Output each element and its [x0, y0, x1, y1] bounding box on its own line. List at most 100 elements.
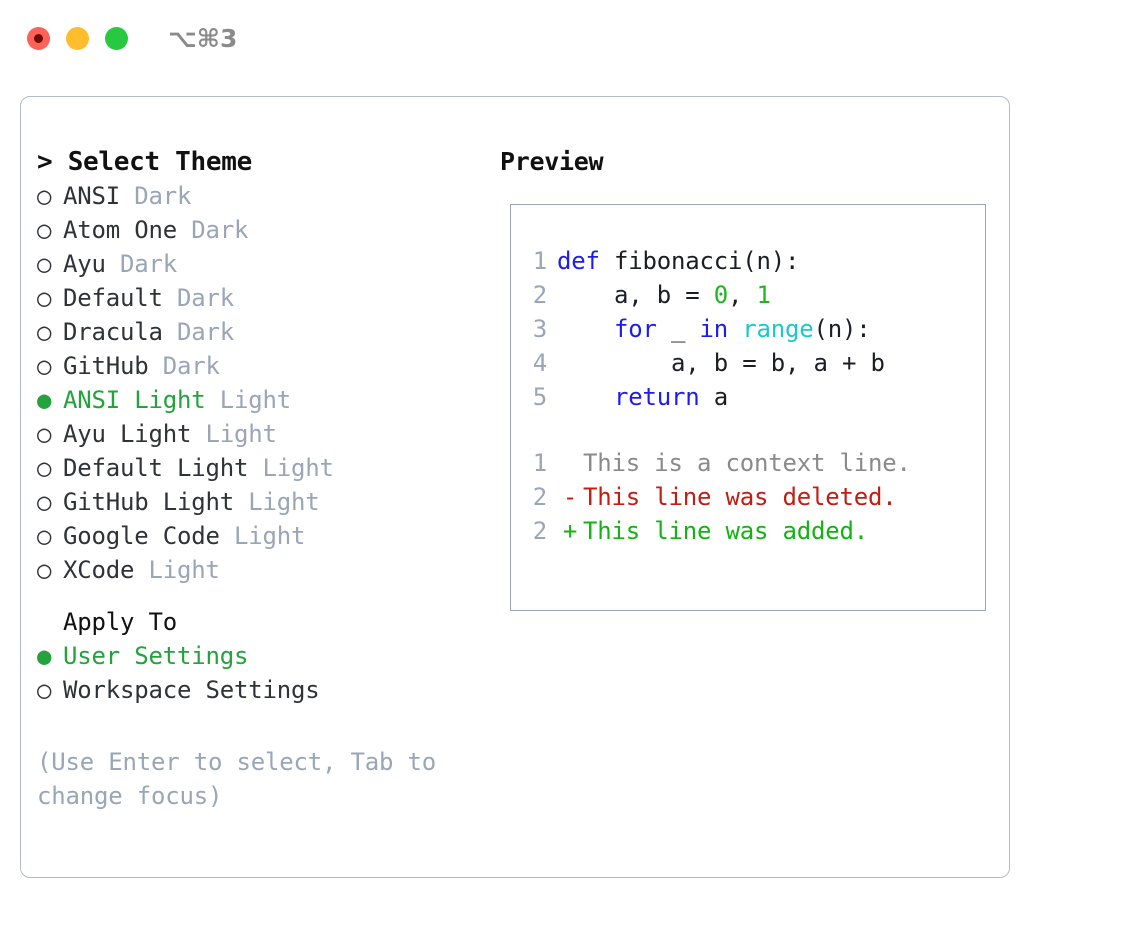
diff-line-number: 1 — [532, 449, 547, 477]
minimize-button[interactable] — [66, 27, 89, 50]
radio-unselected-icon: ○ — [37, 284, 52, 312]
theme-name: ANSI — [63, 182, 120, 210]
theme-name: GitHub Light — [63, 488, 234, 516]
diff-line-text: This line was added. — [583, 517, 868, 545]
apply-to-option-label: User Settings — [63, 642, 249, 670]
theme-name: Ayu Light — [63, 420, 192, 448]
theme-name: Dracula — [63, 318, 163, 346]
code-line: 4 a, b = b, a + b — [523, 346, 885, 380]
diff-line-number: 2 — [532, 517, 547, 545]
close-button[interactable] — [27, 27, 50, 50]
apply-to-group: Apply To ● User Settings ○ Workspace Settin… — [37, 605, 477, 707]
theme-list-item[interactable]: ○Google Code Light — [37, 519, 477, 553]
diff-line-added: 2 +This line was added. — [523, 514, 911, 548]
diff-line-context: 1 This is a context line. — [523, 446, 911, 480]
preview-heading: Preview — [500, 147, 604, 176]
theme-list-item[interactable]: ○Atom One Dark — [37, 213, 477, 247]
diff-sample: 1 This is a context line.2-This line was… — [523, 446, 911, 548]
code-token-plain: fibonacci(n): — [614, 247, 800, 275]
theme-variant-badge: Dark — [191, 216, 249, 244]
theme-list-item[interactable]: ○Default Dark — [37, 281, 477, 315]
apply-to-heading: Apply To — [63, 608, 177, 636]
code-token-number: 1 — [756, 281, 771, 309]
theme-name: ANSI Light — [63, 386, 206, 414]
diff-marker-icon: - — [562, 483, 578, 511]
code-token-plain: _ — [656, 315, 700, 343]
theme-name: Default Light — [63, 454, 249, 482]
theme-list-item[interactable]: ○ Ayu Dark — [37, 247, 477, 281]
code-line: 1 def fibonacci(n): — [523, 244, 885, 278]
theme-variant-badge: Dark — [134, 182, 192, 210]
code-token-keyword: return — [614, 383, 700, 411]
recording-indicator-icon — [34, 34, 43, 43]
theme-list-item[interactable]: ○GitHub Dark — [37, 349, 477, 383]
apply-to-option-label: Workspace Settings — [63, 676, 320, 704]
code-token-plain — [728, 315, 742, 343]
theme-variant-badge: Light — [234, 522, 306, 550]
theme-variant-badge: Dark — [120, 250, 177, 278]
theme-list-item[interactable]: ○ Dracula Dark — [37, 315, 477, 349]
keyboard-shortcut-label: ⌥⌘3 — [168, 24, 238, 53]
theme-list: ○ANSI Dark○Atom One Dark○Ayu Dark○Defaul… — [37, 179, 477, 587]
theme-list-item[interactable]: ○Default Light Light — [37, 451, 477, 485]
theme-variant-badge: Light — [248, 488, 320, 516]
theme-variant-badge: Light — [205, 420, 277, 448]
radio-unselected-icon: ○ — [37, 352, 52, 380]
theme-name: XCode — [63, 556, 135, 584]
radio-unselected-icon: ○ — [37, 420, 52, 448]
theme-list-item[interactable]: ○ GitHub Light Light — [37, 485, 477, 519]
radio-selected-icon: ● — [37, 386, 52, 414]
code-token-plain: , — [728, 281, 757, 309]
theme-variant-badge: Dark — [177, 318, 234, 346]
apply-to-option[interactable]: ● User Settings — [37, 639, 477, 673]
code-token-plain: (n): — [813, 315, 871, 343]
apply-to-option[interactable]: ○ Workspace Settings — [37, 673, 477, 707]
apply-to-list: ● User Settings ○ Workspace Settings — [37, 639, 477, 707]
diff-marker-icon: + — [562, 517, 578, 545]
code-line-number: 1 — [532, 247, 547, 275]
diff-line-text: This is a context line. — [583, 449, 911, 477]
radio-unselected-icon: ○ — [37, 182, 52, 210]
theme-variant-badge: Light — [219, 386, 291, 414]
code-line: 3 for _ in range(n): — [523, 312, 885, 346]
diff-line-number: 2 — [532, 483, 547, 511]
theme-list-item[interactable]: ● ANSI Light Light — [37, 383, 477, 417]
radio-unselected-icon: ○ — [37, 250, 52, 278]
code-token-keyword: in — [699, 315, 729, 343]
radio-unselected-icon: ○ — [37, 676, 52, 704]
diff-line-deleted: 2-This line was deleted. — [523, 480, 911, 514]
radio-unselected-icon: ○ — [37, 488, 52, 516]
diff-line-text: This line was deleted. — [583, 483, 897, 511]
code-line-number: 2 — [532, 281, 547, 309]
theme-picker: > Select Theme ○ANSI Dark○Atom One Dark○… — [37, 145, 477, 587]
code-token-function: range — [742, 315, 814, 343]
theme-list-item[interactable]: ○ Ayu Light Light — [37, 417, 477, 451]
code-line: 5 return a — [523, 380, 885, 414]
theme-list-item[interactable]: ○ ANSI Dark — [37, 179, 477, 213]
code-line-number: 5 — [532, 383, 547, 411]
theme-variant-badge: Light — [262, 454, 334, 482]
maximize-button[interactable] — [105, 27, 128, 50]
keyboard-hint-text: (Use Enter to select, Tab to change focu… — [37, 748, 436, 810]
code-token-keyword: for — [614, 315, 657, 343]
code-token-plain: a, b = b, a + b — [557, 349, 885, 377]
code-token-plain — [557, 383, 614, 411]
code-token-keyword: def — [557, 247, 614, 275]
theme-picker-heading: > Select Theme — [37, 147, 252, 177]
theme-list-item[interactable]: ○XCode Light — [37, 553, 477, 587]
code-token-plain: a — [699, 383, 728, 411]
code-line-number: 3 — [532, 315, 547, 343]
code-token-plain — [557, 315, 614, 343]
radio-selected-icon: ● — [37, 642, 52, 670]
theme-name: Atom One — [63, 216, 177, 244]
code-line-number: 4 — [532, 349, 547, 377]
theme-variant-badge: Light — [148, 556, 220, 584]
theme-variant-badge: Dark — [177, 284, 234, 312]
theme-variant-badge: Dark — [162, 352, 220, 380]
theme-name: Ayu — [63, 250, 106, 278]
code-line: 2 a, b = 0, 1 — [523, 278, 885, 312]
radio-unselected-icon: ○ — [37, 318, 52, 346]
